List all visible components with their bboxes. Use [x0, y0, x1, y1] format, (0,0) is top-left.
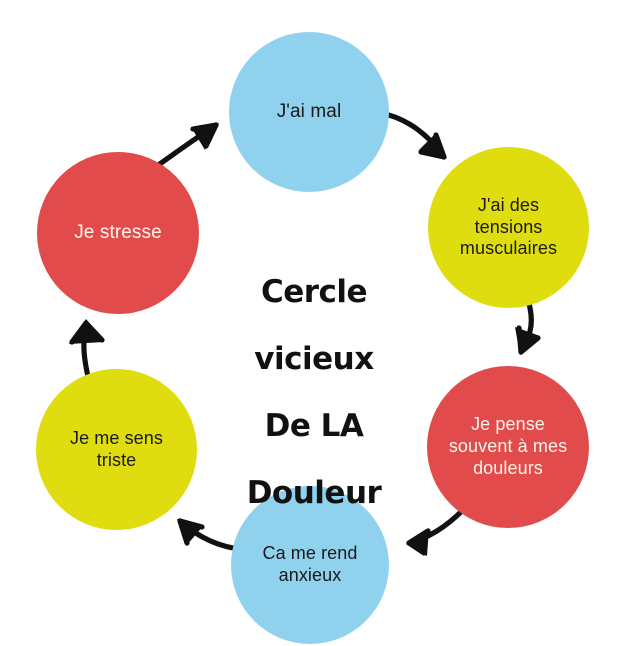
cycle-node-je-stresse[interactable]: Je stresse [37, 152, 199, 314]
diagram-title-line-2: vicieux [254, 341, 374, 378]
cycle-node-label: Je stresse [74, 222, 162, 244]
cycle-node-label: J'ai des tensions musculaires [459, 194, 558, 259]
arrow-tensions-to-je-pense [515, 297, 541, 355]
cycle-node-label: Je pense souvent à mes douleurs [448, 414, 568, 478]
diagram-title-line-1: Cercle [260, 274, 368, 311]
cycle-node-label: J'ai mal [276, 101, 342, 123]
cycle-node-ca-me-rend-anxieux[interactable]: Ca me rend anxieux [231, 486, 389, 644]
diagram-title-line-3: De LA [264, 408, 364, 445]
cycle-node-je-pense-souvent[interactable]: Je pense souvent à mes douleurs [427, 366, 589, 528]
cycle-node-label: Ca me rend anxieux [262, 543, 358, 585]
diagram-title: Cercle vicieux De LA Douleur [214, 243, 414, 544]
cycle-node-jai-mal[interactable]: J'ai mal [229, 32, 389, 192]
cycle-node-label: Je me sens triste [69, 427, 164, 470]
arrow-je-pense-to-anxieux [406, 506, 467, 556]
diagram-title-line-4: Douleur [246, 475, 382, 512]
cycle-node-je-me-sens-triste[interactable]: Je me sens triste [36, 369, 197, 530]
cycle-node-tensions-musculaires[interactable]: J'ai des tensions musculaires [428, 147, 589, 308]
